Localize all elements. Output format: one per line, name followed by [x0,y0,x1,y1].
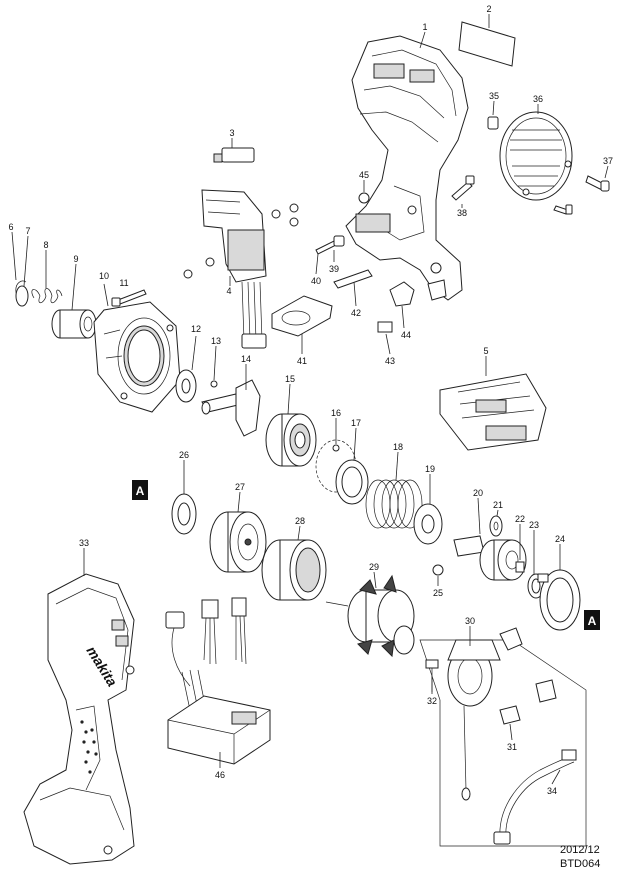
part-39-40-pin [315,235,345,275]
label-11: 11 [119,278,128,288]
diagram-footer: 2012/12 BTD064 [560,843,628,871]
marker-a-left: A [132,480,148,500]
label-44: 44 [401,330,411,340]
part-11-screw [111,289,147,307]
part-15-hammer [265,383,317,467]
label-20: 20 [473,488,483,498]
label-24: 24 [555,534,565,544]
part-2-label-plate [458,14,516,67]
label-8: 8 [43,240,48,250]
label-38: 38 [457,208,467,218]
part-25-ball [432,564,444,586]
part-18-spring [365,451,423,529]
part-41-pad [271,295,333,354]
wire-connectors [165,597,247,711]
label-16: 16 [331,408,341,418]
part-29-rotor [325,571,415,658]
label-27: 27 [235,482,245,492]
label-45: 45 [359,170,369,180]
label-36: 36 [533,94,543,104]
label-35: 35 [489,91,499,101]
label-13: 13 [211,336,221,346]
part-19-washer [413,474,443,545]
part-42-plate [333,269,373,307]
part-31-clip [499,705,521,741]
footer-date: 2012/12 [560,844,600,856]
label-30: 30 [465,616,475,626]
part-21-gear [489,509,503,537]
label-5: 5 [483,346,488,356]
part-36-rear-cover [499,104,573,201]
part-34-lead-wire [493,749,577,845]
part-17-washer [335,427,369,505]
part-10-hammer-case [93,283,181,413]
label-41: 41 [297,356,307,366]
part-4-switch [183,189,299,349]
part-43-clip [377,321,393,355]
label-37: 37 [603,156,613,166]
label-7: 7 [25,226,30,236]
part-24-retainer [537,544,581,631]
label-26: 26 [179,450,189,460]
part-8-spring [31,250,63,304]
label-42: 42 [351,308,361,318]
part-30-control-box [419,626,587,847]
label-9: 9 [73,254,78,264]
label-40: 40 [311,276,321,286]
part-45-nut [358,180,370,204]
label-15: 15 [285,374,295,384]
label-25: 25 [433,588,443,598]
label-43: 43 [385,356,395,366]
part-38-screw [451,175,475,208]
part-33-housing-lower: makita [23,548,135,865]
label-18: 18 [393,442,403,452]
part-12-washer [175,335,197,403]
label-21: 21 [493,500,503,510]
label-1: 1 [422,22,427,32]
label-34: 34 [547,786,557,796]
part-13-ball [210,345,218,388]
part-46-controller [167,695,271,768]
label-19: 19 [425,464,435,474]
part-20-spindle [453,497,527,581]
part-1-housing-upper [345,31,469,301]
label-10: 10 [99,271,109,281]
marker-a-right: A [584,610,600,630]
label-2: 2 [486,4,491,14]
part-22-pin [515,524,525,573]
part-32-connector [425,659,439,694]
part-number-labels: 1 2 3 4 5 6 7 8 9 10 11 12 13 14 15 16 1… [8,4,613,796]
label-22: 22 [515,514,525,524]
label-14: 14 [241,354,251,364]
part-9-collar [51,263,97,339]
part-35-spacer [487,100,499,130]
part-27-gear-housing [209,491,267,573]
label-3: 3 [229,128,234,138]
marker-a-right-text: A [588,614,597,628]
part-28-stator [261,525,327,601]
cover-screw [553,204,573,215]
label-33: 33 [79,538,89,548]
part-26-bearing [171,460,197,535]
label-17: 17 [351,418,361,428]
label-12: 12 [191,324,201,334]
part-44-lamp [389,281,415,329]
label-23: 23 [529,520,539,530]
label-29: 29 [369,562,379,572]
part-3-switch-cap [213,138,255,163]
label-4: 4 [226,286,231,296]
part-7-washer [15,235,29,307]
label-6: 6 [8,222,13,232]
label-32: 32 [427,696,437,706]
part-5-terminal [439,356,547,451]
footer-code: BTD064 [560,858,601,870]
part-14-anvil [201,364,261,437]
label-31: 31 [507,742,517,752]
marker-a-left-text: A [136,484,145,498]
part-37-screw [585,165,610,192]
label-46: 46 [215,770,225,780]
label-28: 28 [295,516,305,526]
label-39: 39 [329,264,339,274]
